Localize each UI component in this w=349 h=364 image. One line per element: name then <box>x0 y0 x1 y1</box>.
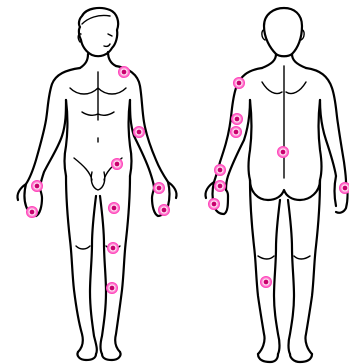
back-marker-left-upper-arm <box>231 113 243 125</box>
back-marker-right-wrist <box>339 182 349 194</box>
back-marker-lower-back <box>277 146 289 158</box>
back-marker-right-calf <box>260 276 272 288</box>
front-right-leg-outer <box>115 176 130 352</box>
back-right-side <box>306 68 346 182</box>
back-marker-left-elbow <box>230 126 242 138</box>
front-feet <box>77 352 120 360</box>
back-left-leg-outer <box>250 180 265 354</box>
front-torso-right-side <box>116 66 168 182</box>
front-marker-left-knee <box>107 242 119 254</box>
back-knees <box>258 256 310 259</box>
front-marker-left-thigh <box>108 202 120 214</box>
back-marker-left-forearm <box>214 164 226 176</box>
front-marker-left-fingertip <box>158 204 170 216</box>
back-right-leg-outer <box>305 180 320 354</box>
front-marker-left-shoulder <box>118 66 130 78</box>
back-right-hand <box>335 176 348 213</box>
front-right-leg-inner <box>100 196 106 354</box>
back-right-leg-inner <box>288 200 294 354</box>
front-marker-left-elbow <box>133 126 145 138</box>
front-marker-left-shin <box>106 282 118 294</box>
front-genitals <box>91 172 105 190</box>
back-left-leg-inner <box>274 200 280 354</box>
back-feet <box>258 354 312 362</box>
front-left-inner-arm <box>40 100 66 188</box>
markers-layer <box>26 66 349 294</box>
front-marker-right-fingertip <box>26 206 38 218</box>
back-buttocks <box>250 180 320 200</box>
front-marker-right-wrist <box>31 180 43 192</box>
back-figure <box>205 8 347 362</box>
back-marker-left-shoulder <box>233 77 245 89</box>
front-marker-left-hip <box>111 158 123 170</box>
front-left-leg-outer <box>66 176 83 352</box>
back-head <box>264 8 302 56</box>
back-marker-left-wrist <box>214 180 226 192</box>
front-torso-left-side <box>26 68 80 184</box>
front-marker-left-wrist <box>153 182 165 194</box>
back-marker-left-fingertip <box>208 198 220 210</box>
front-left-leg-inner <box>90 196 97 354</box>
